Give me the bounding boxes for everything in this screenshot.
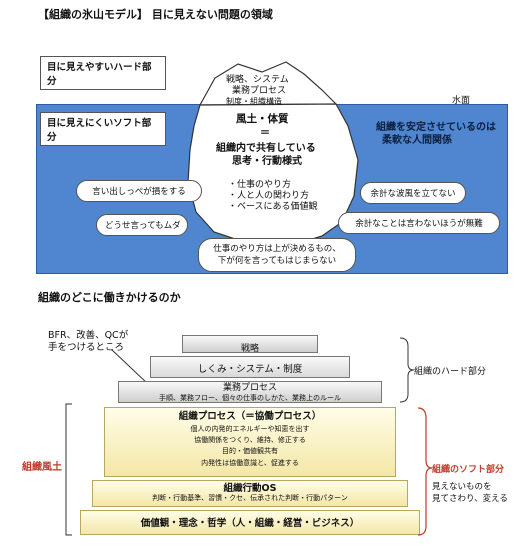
- hard-part-label: 目に見えやすいハード部分: [40, 56, 166, 90]
- pyramid-title: 組織のどこに働きかけるのか: [38, 291, 181, 304]
- invisible-note-1: 見えないものを: [432, 482, 492, 492]
- bubble-speaker-loses: 言い出しっぺが損をする: [76, 180, 202, 202]
- org-culture-label: 組織風土: [22, 462, 62, 473]
- core-subtitle-1: 組織内で共有している: [216, 143, 316, 154]
- bubble-top-decides-line-1: 仕事のやり方は上が決めるもの、: [213, 244, 341, 254]
- tip-line-1: 戦略、システム: [226, 75, 289, 85]
- tier-org-line-2: 協働関係をつくり、維持、修正する: [194, 436, 306, 445]
- tier-strategy: 戦略: [182, 335, 318, 354]
- bpr-note-line-1: BFR、改善、QCが: [48, 330, 129, 341]
- core-item-2: ・人と人の関わり方: [228, 191, 310, 201]
- soft-part-side-label: 組織のソフト部分: [432, 465, 505, 475]
- tier-process-desc: 手順、業務フロー、個々の仕事のしかた、業務上のルール: [159, 393, 341, 402]
- water-surface-label: 水面: [452, 96, 471, 106]
- tier-values: 価値観・理念・哲学（人・組織・経営・ビジネス）: [80, 510, 420, 535]
- bubble-useless: どうせ言ってもムダ: [96, 214, 188, 236]
- tier-strategy-label: 戦略: [240, 344, 259, 354]
- tier-org-line-4: 内発性は協働意識と、促進する: [201, 458, 299, 467]
- iceberg-title: 【組織の氷山モデル】 目に見えない問題の領域: [38, 8, 273, 21]
- tip-line-3: 制度・組織構造: [226, 97, 282, 106]
- bubble-say-nothing: 余計なことは言わないほうが無難: [338, 212, 500, 234]
- tier-os: 組織行動OS 判断・行動基準、習慣・クセ、伝承された判断・行動パターン: [92, 480, 408, 507]
- core-item-1: ・仕事のやり方: [228, 180, 292, 190]
- bubble-top-decides: 仕事のやり方は上が決めるもの、 下が何を言ってもはじまらない: [198, 238, 356, 272]
- bubble-no-waves: 余計な波風を立てない: [360, 182, 466, 204]
- tier-system-label: しくみ・システム・制度: [197, 364, 303, 375]
- invisible-note-2: 見てさわり、変える: [432, 494, 508, 504]
- hard-part-side-label: 組織のハード部分: [414, 367, 487, 377]
- tier-org-process-label: 組織プロセス（＝協働プロセス）: [178, 411, 322, 422]
- iceberg-shape: [187, 61, 359, 269]
- core-title: 風土・体質: [236, 113, 289, 125]
- bpr-note-line-2: 手をつけるところ: [48, 342, 125, 353]
- stability-text-1: 組織を安定させているのは: [376, 122, 496, 133]
- tier-org-process: 組織プロセス（＝協働プロセス） 個人の内発的エネルギーや知恵を出す 協働関係をつ…: [104, 407, 396, 477]
- core-equals: ＝: [260, 128, 270, 139]
- tier-org-line-3: 目的・価値観共有: [222, 447, 278, 456]
- tier-system: しくみ・システム・制度: [150, 356, 350, 378]
- tier-os-label: 組織行動OS: [223, 483, 277, 494]
- tier-os-desc: 判断・行動基準、習慣・クセ、伝承された判断・行動パターン: [152, 494, 348, 503]
- tier-process: 業務プロセス 手順、業務フロー、個々の仕事のしかた、業務上のルール: [118, 381, 382, 403]
- stability-text-2: 柔軟な人間関係: [382, 135, 452, 146]
- tier-org-line-1: 個人の内発的エネルギーや知恵を出す: [190, 425, 310, 434]
- tier-values-label: 価値観・理念・哲学（人・組織・経営・ビジネス）: [140, 518, 360, 529]
- soft-part-label: 目に見えにくいソフト部分: [40, 112, 166, 146]
- core-subtitle-2: 思考・行動様式: [232, 156, 302, 167]
- tier-process-label: 業務プロセス: [222, 383, 277, 393]
- tip-line-2: 業務プロセス: [232, 86, 287, 96]
- bubble-top-decides-line-2: 下が何を言ってもはじまらない: [217, 256, 337, 266]
- core-item-3: ・ベースにある価値観: [228, 202, 318, 212]
